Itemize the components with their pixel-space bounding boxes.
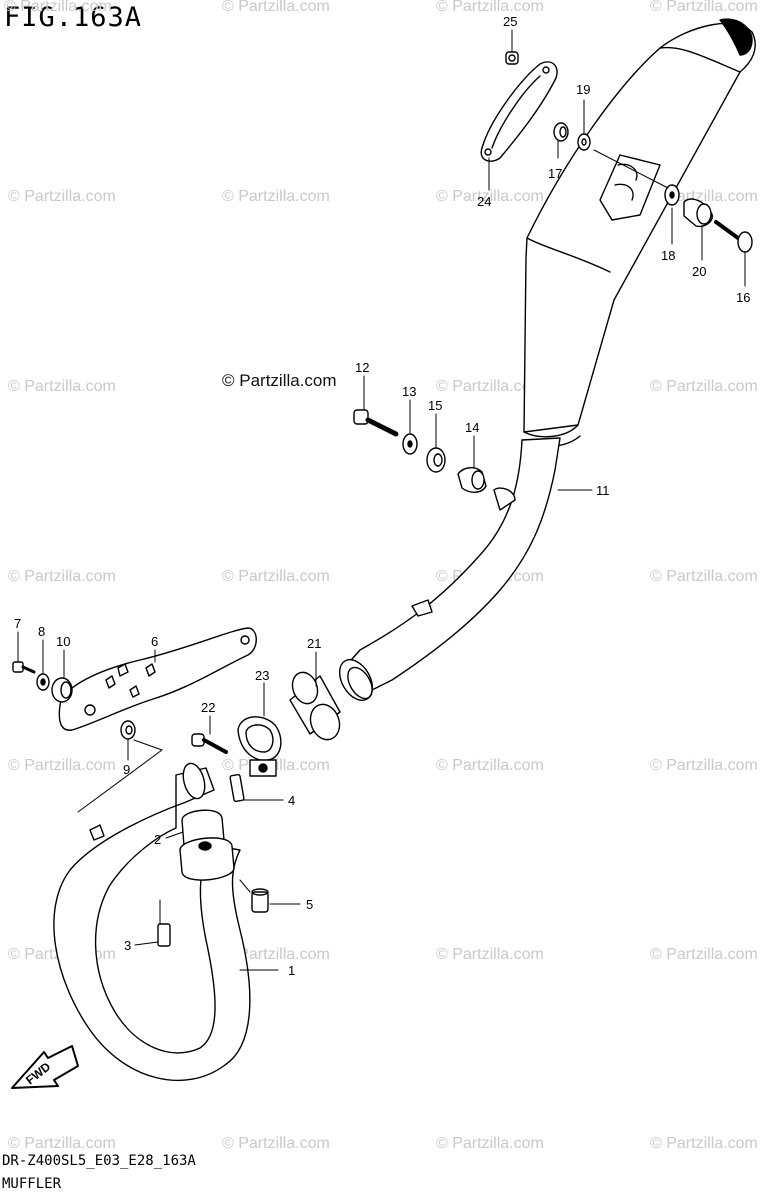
watermark: © Partzilla.com xyxy=(222,568,330,585)
grommet-15[interactable] xyxy=(426,447,446,473)
watermark: © Partzilla.com xyxy=(8,757,116,774)
bolt-16[interactable] xyxy=(714,220,753,253)
washer-19[interactable] xyxy=(577,133,591,151)
muffler-canister[interactable] xyxy=(521,18,756,448)
callout-6: 6 xyxy=(151,634,158,649)
callout-11: 11 xyxy=(596,483,610,498)
watermark: © Partzilla.com xyxy=(8,378,116,395)
bolt-22[interactable] xyxy=(191,733,228,754)
watermark: © Partzilla.com xyxy=(650,757,758,774)
watermark: © Partzilla.com xyxy=(650,946,758,963)
collar-9[interactable] xyxy=(120,720,136,740)
watermark: © Partzilla.com xyxy=(436,0,544,15)
watermark: © Partzilla.com xyxy=(436,378,544,395)
callout-1: 1 xyxy=(288,963,295,978)
exhaust-clamp[interactable] xyxy=(237,716,282,777)
callout-9: 9 xyxy=(123,762,130,777)
grommet-10[interactable] xyxy=(51,677,73,703)
callout-20: 20 xyxy=(692,264,706,279)
figure-title: FIG.163A xyxy=(4,2,143,33)
watermark: © Partzilla.com xyxy=(436,757,544,774)
muffler-mount-bracket xyxy=(599,154,661,221)
watermark: © Partzilla.com xyxy=(222,188,330,205)
callout-14: 14 xyxy=(465,420,479,435)
watermark: © Partzilla.com xyxy=(650,378,758,395)
callout-17: 17 xyxy=(548,166,562,181)
collar-20[interactable] xyxy=(683,198,713,228)
watermark: © Partzilla.com xyxy=(4,0,112,15)
exhaust-collar[interactable] xyxy=(288,669,344,744)
brand-logo-text: © Partzilla.com xyxy=(222,371,337,390)
watermark: © Partzilla.com xyxy=(436,946,544,963)
muffler-pipe[interactable] xyxy=(333,437,561,706)
watermark: © Partzilla.com xyxy=(222,1135,330,1152)
bolt-12[interactable] xyxy=(353,409,399,437)
stud-3[interactable] xyxy=(157,923,171,947)
nut-5[interactable] xyxy=(251,888,269,913)
callout-19: 19 xyxy=(576,82,590,97)
callout-2: 2 xyxy=(154,832,161,847)
washer-18[interactable] xyxy=(664,184,680,206)
callout-22: 22 xyxy=(201,700,215,715)
callout-8: 8 xyxy=(38,624,45,639)
callout-10: 10 xyxy=(56,634,70,649)
callout-16: 16 xyxy=(736,290,750,305)
callout-12: 12 xyxy=(355,360,369,375)
stud-4[interactable] xyxy=(229,773,245,803)
watermark: © Partzilla.com xyxy=(8,1135,116,1152)
watermark: © Partzilla.com xyxy=(8,568,116,585)
callout-4: 4 xyxy=(288,793,295,808)
fwd-arrow xyxy=(11,1045,79,1089)
callout-21: 21 xyxy=(307,636,321,651)
callout-7: 7 xyxy=(14,616,21,631)
watermark: © Partzilla.com xyxy=(222,946,330,963)
watermark: © Partzilla.com xyxy=(650,568,758,585)
diagram-title: MUFFLER xyxy=(2,1176,62,1192)
watermark: © Partzilla.com xyxy=(436,188,544,205)
callout-18: 18 xyxy=(661,248,675,263)
part-callouts: 1 2 3 4 5 6 7 8 9 10 11 12 13 14 15 16 1… xyxy=(14,14,750,1087)
bolt-25[interactable] xyxy=(505,51,519,65)
callout-23: 23 xyxy=(255,668,269,683)
muffler-strap[interactable] xyxy=(480,61,558,162)
callout-24: 24 xyxy=(477,194,491,209)
exhaust-header-pipe[interactable] xyxy=(53,761,251,1082)
callout-15: 15 xyxy=(428,398,442,413)
bolt-7[interactable] xyxy=(12,661,36,674)
washer-8[interactable] xyxy=(36,673,50,691)
watermark: © Partzilla.com xyxy=(8,188,116,205)
heat-shield[interactable] xyxy=(58,627,257,731)
nut-17[interactable] xyxy=(553,122,569,142)
callout-13: 13 xyxy=(402,384,416,399)
watermark: © Partzilla.com xyxy=(436,1135,544,1152)
collar-14[interactable] xyxy=(457,467,487,493)
watermark: © Partzilla.com xyxy=(650,0,758,15)
callout-3: 3 xyxy=(124,938,131,953)
leader-lines xyxy=(17,29,746,971)
watermark: © Partzilla.com xyxy=(650,1135,758,1152)
callout-25: 25 xyxy=(503,14,517,29)
washer-13[interactable] xyxy=(402,433,418,455)
callout-5: 5 xyxy=(306,897,313,912)
watermark: © Partzilla.com xyxy=(222,0,330,15)
diagram-code: DR-Z400SL5_E03_E28_163A xyxy=(2,1153,196,1169)
